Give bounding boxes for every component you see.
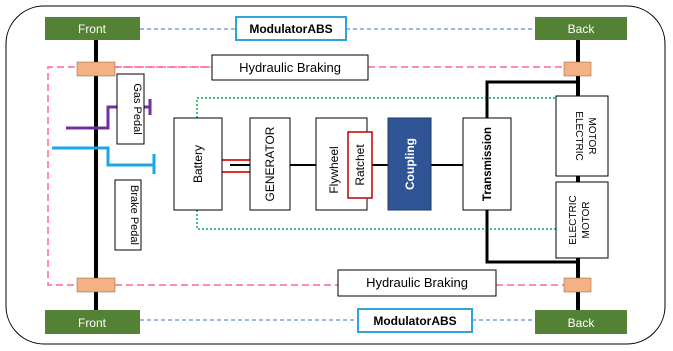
caliper-back-bottom <box>563 277 592 293</box>
wheel-front-bottom-label: Front <box>78 316 107 330</box>
electrical-line <box>196 97 556 230</box>
transmission-block: Transmission <box>462 117 512 211</box>
caliper-front-bottom <box>76 277 116 293</box>
coupling-block: Coupling <box>387 117 432 211</box>
electric-motor-top-line2: MOTOR <box>586 117 597 154</box>
electric-motor-top-line1: ELECTRIC <box>573 111 584 160</box>
brake-pedal-linkage <box>52 146 156 174</box>
hydraulic-brake-lines <box>47 66 568 286</box>
hydraulic-braking-bottom: Hydraulic Braking <box>337 269 497 297</box>
hydraulic-braking-top-label: Hydraulic Braking <box>239 60 341 75</box>
brake-pedal-label: Brake Pedal <box>128 185 140 245</box>
abs-link-lines <box>140 28 535 321</box>
generator-block: GENERATOR <box>249 117 291 211</box>
transmission-to-motors <box>485 80 578 264</box>
wheel-front-top: Front <box>45 17 140 40</box>
battery-label: Battery <box>191 145 205 183</box>
battery-block: Battery <box>173 117 223 211</box>
electric-motor-top: ELECTRIC MOTOR <box>555 95 609 177</box>
electric-motor-bottom-line1: ELECTRIC <box>568 195 579 244</box>
generator-label: GENERATOR <box>263 126 277 201</box>
wheel-back-top-label: Back <box>568 22 596 36</box>
hydraulic-braking-bottom-label: Hydraulic Braking <box>366 275 468 290</box>
hydraulic-braking-top: Hydraulic Braking <box>211 54 369 81</box>
wheel-front-bottom: Front <box>45 310 140 334</box>
coupling-label: Coupling <box>403 138 417 190</box>
caliper-front-top <box>76 61 116 77</box>
brake-calipers <box>76 61 592 293</box>
modulator-abs-bottom: ModulatorABS <box>357 308 473 333</box>
electric-motor-bottom-line2: MOTOR <box>581 201 592 238</box>
modulator-abs-top-label: ModulatorABS <box>249 22 332 36</box>
ratchet-label: Ratchet <box>353 144 367 186</box>
caliper-back-top <box>563 61 592 77</box>
vehicle-outline <box>5 5 666 345</box>
wheel-back-top: Back <box>535 17 627 40</box>
electric-motor-bottom: ELECTRIC MOTOR <box>555 181 609 259</box>
wheel-back-bottom-label: Back <box>568 316 596 330</box>
transmission-label: Transmission <box>482 127 494 201</box>
modulator-abs-top: ModulatorABS <box>235 16 347 41</box>
ratchet-block: Ratchet <box>347 131 373 199</box>
battery-generator-link <box>222 159 250 173</box>
flywheel-label: Flywheel <box>327 146 341 193</box>
wheel-back-bottom: Back <box>535 310 627 334</box>
modulator-abs-bottom-label: ModulatorABS <box>373 314 456 328</box>
gas-pedal: Gas Pedal <box>116 73 145 145</box>
wheel-front-top-label: Front <box>78 22 107 36</box>
brake-pedal: Brake Pedal <box>114 179 142 251</box>
gas-pedal-label: Gas Pedal <box>131 83 143 134</box>
